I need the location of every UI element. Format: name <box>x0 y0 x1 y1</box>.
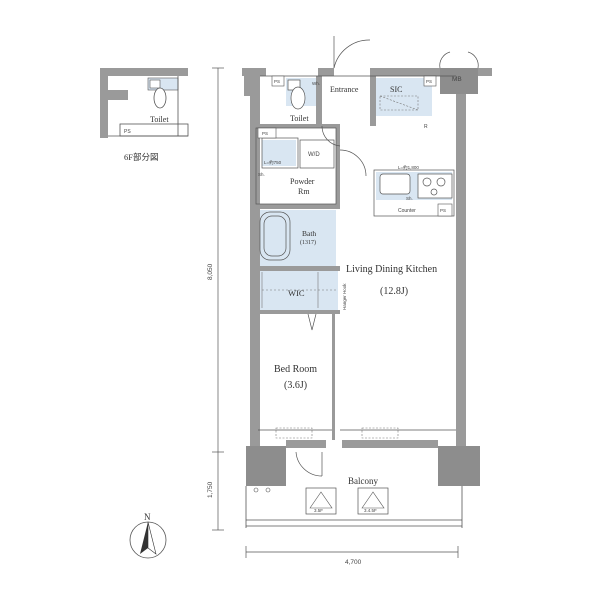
partial-ps-label: PS <box>124 129 131 135</box>
bath-label-1: Bath <box>302 229 316 238</box>
mark-wh-label: Wh. <box>312 81 320 86</box>
mark-sh-label: Sh. <box>258 172 265 177</box>
dimension-lines <box>212 67 459 558</box>
mark-r-label: R <box>424 124 428 130</box>
sic-label: SIC <box>390 85 402 94</box>
wic-rails <box>261 272 336 308</box>
mb-label: MB <box>452 76 462 83</box>
mark-sh2-label: Sh. <box>406 196 413 201</box>
outlines <box>255 75 456 431</box>
ps-top-label: PS <box>426 79 432 84</box>
ldk-size-label: (12.8J) <box>380 286 408 297</box>
compass-north-label: N <box>144 512 151 522</box>
vanity-length-label: L=約750 <box>264 159 282 166</box>
balcony-area <box>245 486 463 528</box>
ps-toilet-label: PS <box>274 79 280 84</box>
balcony-label: Balcony <box>348 476 378 486</box>
bath-label-2: (1317) <box>300 239 316 246</box>
powder-room-label-1: Powder <box>290 177 315 186</box>
compass: N <box>129 512 167 559</box>
partial-toilet-label: Toilet <box>150 115 169 124</box>
partial-plan-6f: Toilet PS 6F部分図 <box>100 68 189 162</box>
walls <box>242 68 492 486</box>
floor-vents <box>275 95 419 439</box>
dimension-height-main: 8,050 <box>207 263 214 280</box>
bedroom-size-label: (3.6J) <box>284 380 307 391</box>
kitchen <box>379 173 453 199</box>
counter-label: Counter <box>398 208 416 214</box>
balcony-mark-right: 3.4.5F <box>364 508 377 513</box>
powder-room-label-2: Rm <box>298 187 310 196</box>
bedroom-name-label: Bed Room <box>274 364 317 375</box>
hanger-hook-label: Hanger Hook <box>342 283 347 310</box>
ldk-name-label: Living Dining Kitchen <box>346 264 437 275</box>
wd-label: W/D <box>308 152 320 158</box>
dimension-width: 4,700 <box>345 559 362 566</box>
ps-counter-label: PS <box>440 208 446 213</box>
dimension-height-balcony: 1,750 <box>207 481 214 498</box>
wic-label: WIC <box>288 288 305 298</box>
balcony-mark-left: 3.5F <box>314 508 323 513</box>
kitchen-length-label: L=約1,800 <box>398 164 419 171</box>
toilet-fixtures <box>287 79 306 110</box>
ps-boxes <box>257 75 453 217</box>
entrance-label: Entrance <box>330 85 359 94</box>
ps-left-label: PS <box>262 131 268 136</box>
partial-plan-caption: 6F部分図 <box>124 152 158 162</box>
toilet-label: Toilet <box>290 114 309 123</box>
doors <box>295 36 479 477</box>
